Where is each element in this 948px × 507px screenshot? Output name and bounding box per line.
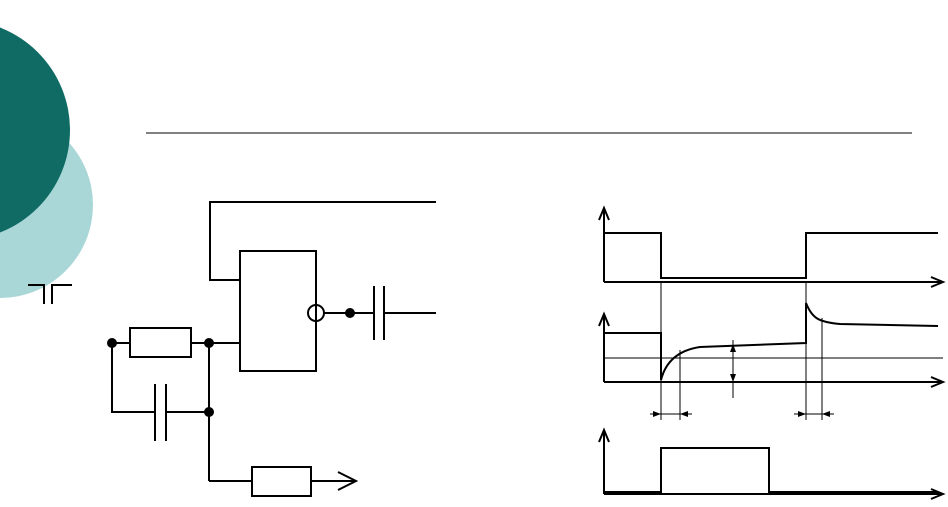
output-arrow: [337, 471, 359, 491]
feedback-wire: [209, 201, 436, 281]
timing-diagram: [598, 205, 946, 500]
pulse-icon: [28, 284, 72, 304]
decor-circle-dark: [0, 27, 70, 233]
input-square-wave: [604, 232, 938, 279]
circuit-diagram: [107, 201, 436, 497]
resistor: [129, 327, 192, 358]
rc-node-waveform: [604, 302, 939, 381]
output-pulse: [604, 447, 938, 493]
inverter-gate: [239, 250, 317, 372]
output-resistor: [251, 466, 312, 497]
junction-dot: [204, 407, 214, 417]
